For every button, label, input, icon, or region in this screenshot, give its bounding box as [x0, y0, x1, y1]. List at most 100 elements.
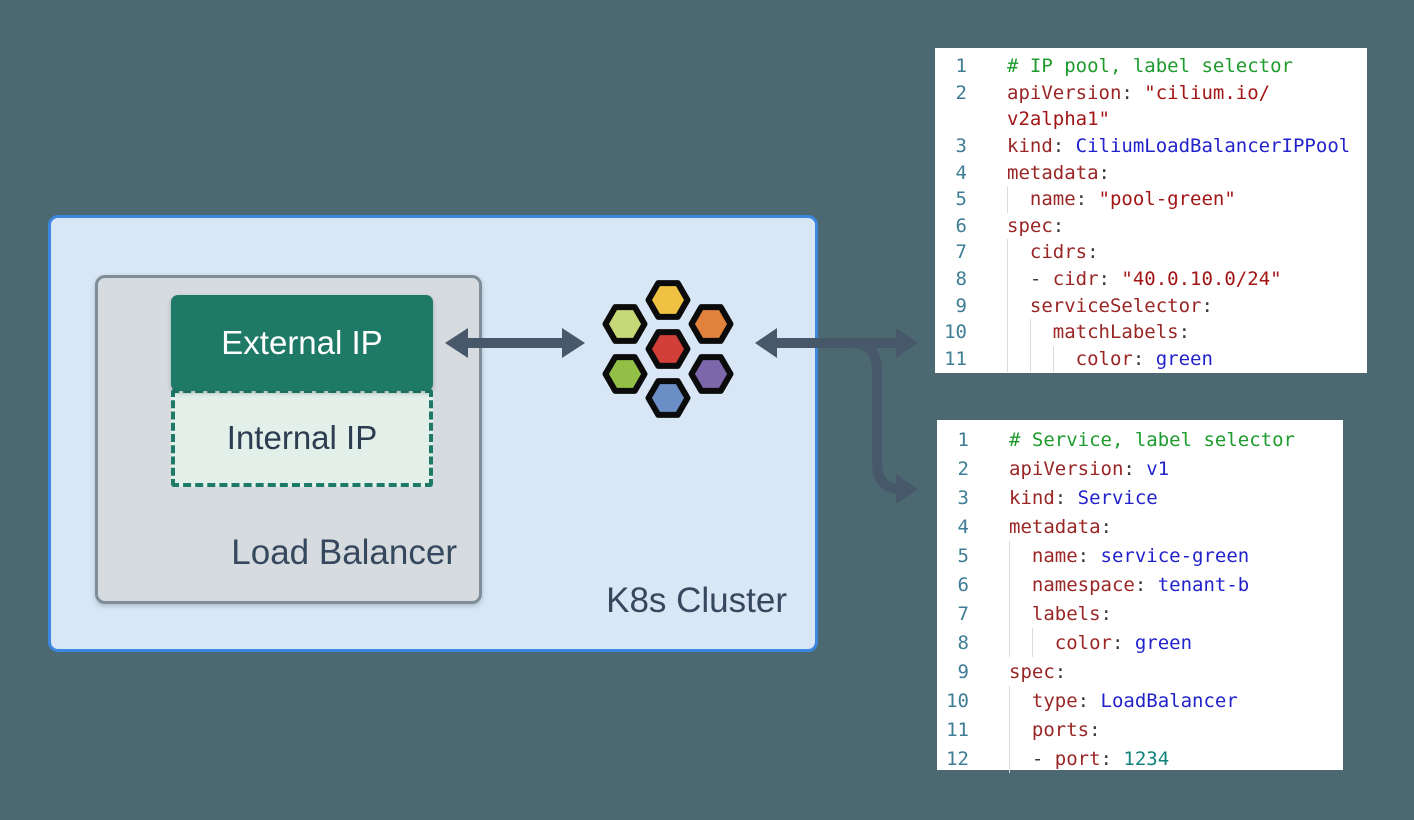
line-number: 5	[957, 544, 969, 567]
line-number: 9	[957, 660, 969, 683]
indent-guide	[1031, 628, 1055, 657]
code-token-val: green	[1134, 631, 1193, 654]
code-token-pun: :	[1121, 81, 1145, 104]
indent-guide	[1007, 239, 1030, 266]
code-token-str: v2alpha1"	[1007, 108, 1110, 131]
code-token-key: matchLabels	[1052, 321, 1179, 344]
code-token-key: cidrs	[1029, 241, 1088, 264]
indent-guide	[1007, 292, 1030, 319]
line-number: 12	[946, 747, 969, 770]
code-token-cmt: # IP pool, label selector	[1007, 55, 1293, 78]
code-token-pun: :	[1077, 544, 1101, 567]
code-line: 5 name: "pool-green"	[935, 185, 1367, 213]
line-number: 6	[955, 214, 967, 237]
code-token-val: service-green	[1100, 544, 1250, 567]
indent-guide	[1007, 345, 1030, 373]
line-number: 3	[957, 486, 969, 509]
indent-guide	[1029, 318, 1053, 346]
load-balancer-label: Load Balancer	[231, 533, 457, 572]
code-token-pun: :	[1098, 268, 1122, 291]
indent-guide	[1009, 744, 1032, 773]
code-token-pun: :	[1100, 602, 1112, 625]
external-ip-box: External IP	[171, 295, 433, 391]
code-token-pun: :	[1089, 718, 1101, 741]
code-line: 2 apiVersion: v1	[937, 454, 1343, 483]
code-token-val: v1	[1146, 457, 1170, 480]
line-number: 10	[946, 689, 969, 712]
code-token-pun: :	[1123, 457, 1147, 480]
code-token-pun: :	[1077, 689, 1101, 712]
code-line: 7 cidrs:	[935, 239, 1367, 266]
line-number: 8	[957, 631, 969, 654]
line-number: 11	[946, 718, 969, 741]
line-number: 7	[955, 241, 967, 264]
indent-guide	[1009, 686, 1032, 715]
external-ip-label: External IP	[221, 324, 383, 361]
service-code-block: 1 # Service, label selector 2 apiVersion: v…	[937, 420, 1343, 773]
indent-guide	[1007, 318, 1030, 346]
indent-guide	[1007, 265, 1030, 293]
code-token-key: spec	[1009, 660, 1055, 683]
code-token-key: type	[1031, 689, 1078, 712]
code-token-key: name	[1029, 188, 1076, 211]
line-number: 7	[957, 602, 969, 625]
line-number: 6	[957, 573, 969, 596]
code-token-pun: :	[1132, 347, 1156, 370]
code-line: 7 labels:	[937, 599, 1343, 628]
code-token-cmt: # Service, label selector	[1009, 428, 1295, 451]
code-token-key: port	[1054, 747, 1101, 770]
code-token-pun: :	[1075, 188, 1099, 211]
code-line: 12 - port: 1234	[937, 744, 1343, 773]
code-token-pun: :	[1054, 486, 1078, 509]
code-token-pun: :	[1134, 573, 1158, 596]
code-token-pun: :	[1087, 241, 1099, 264]
cilium-service-arrow	[849, 338, 918, 504]
line-number: 3	[955, 135, 967, 158]
line-number: 4	[957, 515, 969, 538]
code-token-key: apiVersion	[1009, 457, 1124, 480]
code-token-pun: :	[1111, 631, 1135, 654]
code-token-num: 1234	[1123, 747, 1170, 770]
code-token-key: labels	[1031, 602, 1101, 625]
code-token-str: "40.0.10.0/24"	[1121, 268, 1282, 291]
code-line: v2alpha1"	[935, 106, 1367, 133]
code-token-pun: :	[1052, 214, 1065, 237]
code-token-pun: :	[1201, 294, 1213, 317]
code-token-val: LoadBalancer	[1100, 689, 1238, 712]
line-number: 5	[955, 188, 967, 211]
indent-guide	[1009, 570, 1032, 599]
code-line: 10 type: LoadBalancer	[937, 686, 1343, 715]
code-token-val: Service	[1077, 486, 1158, 509]
code-token-pun: :	[1100, 747, 1124, 770]
k8s-cluster-box: External IP Internal IP Load Balancer K8…	[48, 215, 818, 652]
line-number: 8	[955, 268, 967, 291]
code-token-val: CiliumLoadBalancerIPPool	[1075, 135, 1351, 158]
code-token-val: tenant-b	[1157, 573, 1250, 596]
code-token-key: metadata	[1009, 515, 1101, 538]
code-line: 1# IP pool, label selector	[935, 53, 1367, 80]
code-token-str: "pool-green"	[1098, 188, 1236, 211]
load-balancer-box: External IP Internal IP Load Balancer	[95, 275, 482, 604]
internal-ip-label: Internal IP	[226, 419, 378, 456]
indent-guide	[1029, 345, 1053, 373]
line-number: 2	[957, 457, 969, 480]
line-number: 2	[955, 81, 967, 104]
code-token-pun: -	[1029, 268, 1053, 291]
indent-guide	[1052, 345, 1076, 373]
code-token-str: "cilium.io/	[1144, 81, 1271, 104]
indent-guide	[1009, 599, 1032, 628]
code-token-val: green	[1155, 347, 1213, 370]
line-number: 1	[957, 428, 969, 451]
code-token-pun: -	[1031, 747, 1055, 770]
code-token-key: namespace	[1031, 573, 1135, 596]
code-line: 8- cidr: "40.0.10.0/24"	[935, 265, 1367, 293]
